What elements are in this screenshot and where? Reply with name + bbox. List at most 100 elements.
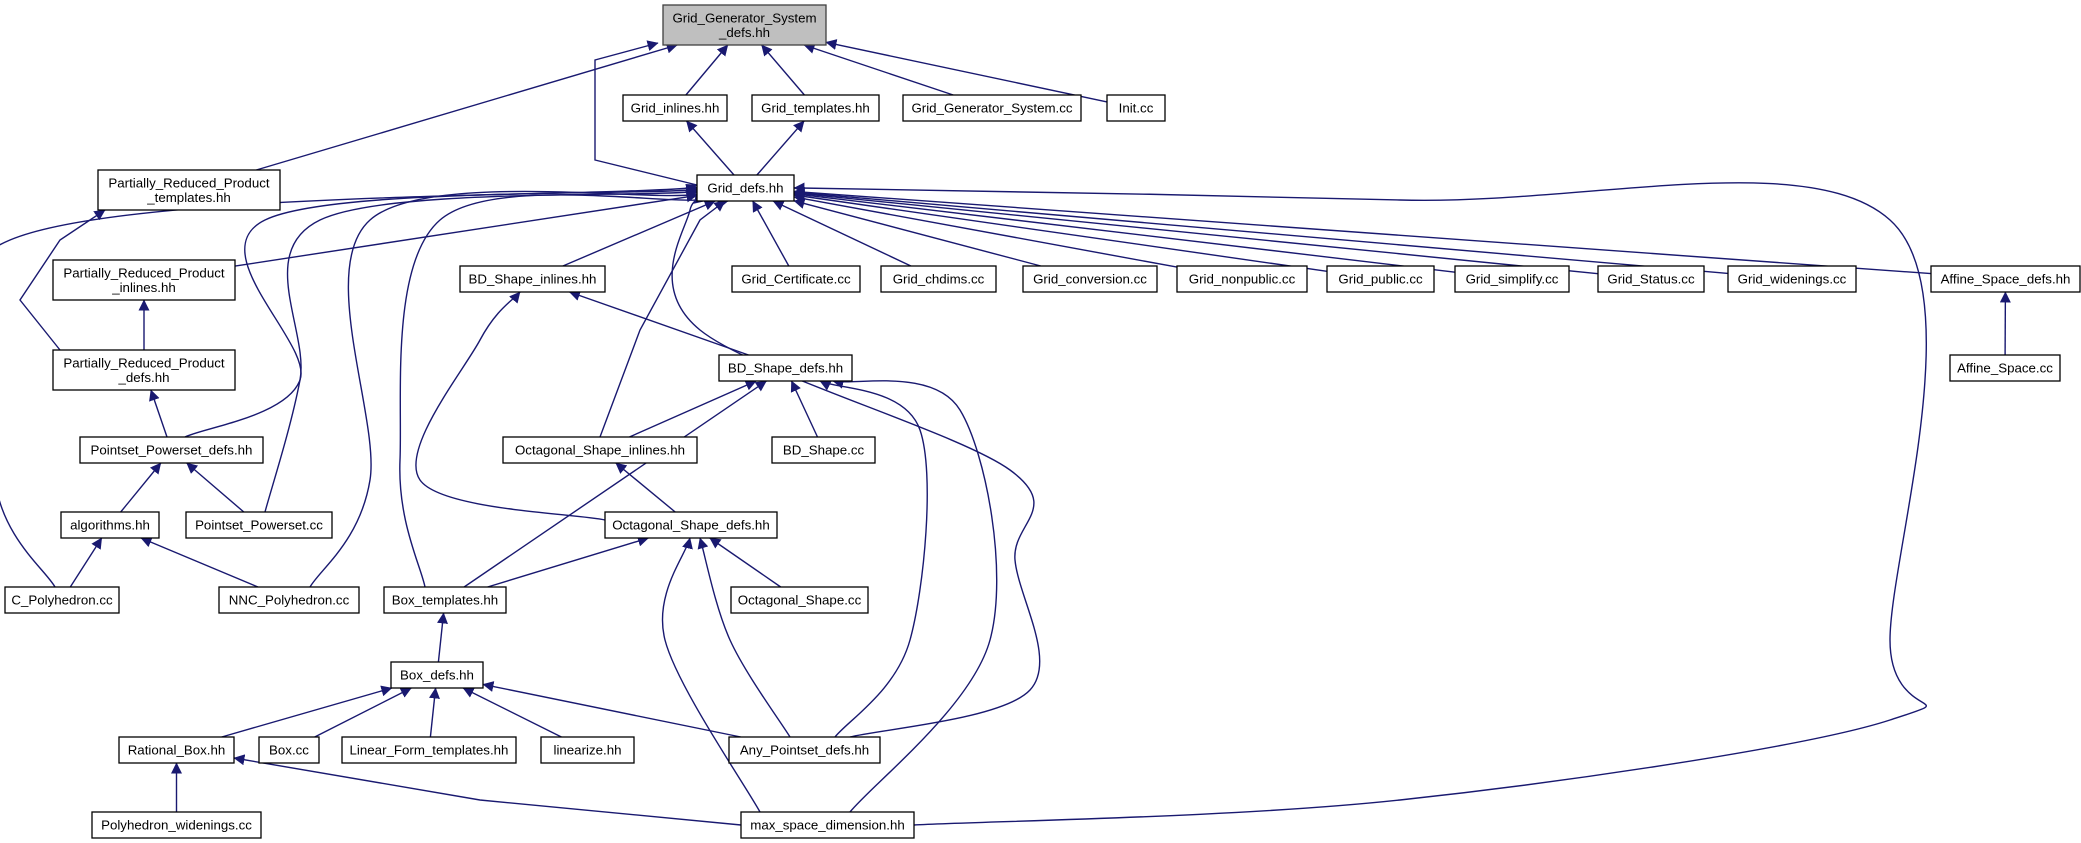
edge-grid_status-to-grid_defs [793, 188, 1599, 275]
node-box [341, 736, 517, 764]
node-label: Affine_Space_defs.hh [1941, 272, 2071, 287]
node-prp-defs[interactable]: Partially_Reduced_Product_defs.hh [52, 349, 236, 391]
node-label: Grid_nonpublic.cc [1189, 272, 1296, 287]
node-label: Grid_inlines.hh [631, 101, 720, 116]
node-algorithms[interactable]: algorithms.hh [60, 511, 160, 539]
node-grid-templates[interactable]: Grid_templates.hh [751, 94, 880, 122]
node-grid-status[interactable]: Grid_Status.cc [1597, 265, 1705, 293]
node-label: Partially_Reduced_Product [63, 265, 224, 280]
node-box-defs[interactable]: Box_defs.hh [390, 661, 484, 689]
edge-box_templates-to-bd_defs [463, 380, 767, 588]
edge-grid_conversion-to-grid_defs [793, 198, 1041, 267]
node-grid-public[interactable]: Grid_public.cc [1326, 265, 1435, 293]
node-prp-inlines[interactable]: Partially_Reduced_Product_inlines.hh [52, 259, 236, 301]
node-box [1930, 265, 2081, 293]
node-grid-inlines[interactable]: Grid_inlines.hh [622, 94, 728, 122]
node-pp-cc[interactable]: Pointset_Powerset.cc [185, 511, 333, 539]
node-box [880, 265, 997, 293]
node-affine-cc[interactable]: Affine_Space.cc [1949, 354, 2061, 382]
node-grid-certificate[interactable]: Grid_Certificate.cc [731, 265, 861, 293]
node-label: Grid_Certificate.cc [741, 272, 851, 287]
node-box [604, 511, 778, 539]
node-box-templates[interactable]: Box_templates.hh [383, 586, 507, 614]
node-bd-cc[interactable]: BD_Shape.cc [771, 436, 876, 464]
node-label: Pointset_Powerset.cc [195, 518, 323, 533]
node-box [622, 94, 728, 122]
node-box [696, 174, 795, 202]
edge-bd_cc-to-bd_defs [790, 380, 819, 438]
node-poly-widenings[interactable]: Polyhedron_widenings.cc [91, 811, 262, 839]
edge-affine_defs-to-grid_defs [793, 186, 1932, 275]
node-oct-inlines[interactable]: Octagonal_Shape_inlines.hh [502, 436, 698, 464]
node-grid-gen-sys-cc[interactable]: Grid_Generator_System.cc [902, 94, 1082, 122]
node-oct-defs[interactable]: Octagonal_Shape_defs.hh [604, 511, 778, 539]
edge-linear_form-to-box_defs [429, 687, 440, 738]
node-label: _inlines.hh [111, 280, 176, 295]
node-nnc-poly[interactable]: NNC_Polyhedron.cc [218, 586, 360, 614]
node-label: NNC_Polyhedron.cc [229, 593, 350, 608]
node-grid-chdims[interactable]: Grid_chdims.cc [880, 265, 997, 293]
node-rational-box[interactable]: Rational_Box.hh [118, 736, 235, 764]
node-bd-inlines[interactable]: BD_Shape_inlines.hh [459, 265, 606, 293]
node-label: Box_defs.hh [400, 668, 474, 683]
edge-prp_inlines-to-grid_defs [234, 191, 698, 267]
node-box [1106, 94, 1166, 122]
node-box-cc[interactable]: Box.cc [258, 736, 320, 764]
node-label: Grid_templates.hh [761, 101, 870, 116]
node-layer: Grid_Generator_System_defs.hhGrid_inline… [4, 4, 2081, 839]
node-box [91, 811, 262, 839]
edge-bd_defs-to-bd_inlines [568, 290, 749, 356]
node-box [383, 586, 507, 614]
node-box [79, 436, 264, 464]
edge-any_pointset-to-grid_defs [671, 197, 1041, 738]
edge-grid_nonpublic-to-grid_defs [793, 193, 1178, 268]
node-label: Octagonal_Shape.cc [738, 593, 862, 608]
node-label: Octagonal_Shape_inlines.hh [515, 443, 685, 458]
node-box [459, 265, 606, 293]
edge-pp_defs-to-prp_defs [149, 389, 168, 438]
node-init-cc[interactable]: Init.cc [1106, 94, 1166, 122]
edge-linearize-to-box_defs [462, 687, 562, 738]
edge-algorithms-to-pp_defs [120, 462, 162, 513]
node-label: Grid_defs.hh [707, 181, 783, 196]
node-label: linearize.hh [553, 743, 621, 758]
node-pp-defs[interactable]: Pointset_Powerset_defs.hh [79, 436, 264, 464]
node-grid-defs[interactable]: Grid_defs.hh [696, 174, 795, 202]
edge-grid_defs-to-grid_templates [756, 120, 805, 176]
edge-oct_defs-to-bd_inlines [415, 291, 606, 521]
edge-any_pointset-to-oct_defs [697, 537, 791, 738]
node-grid-conversion[interactable]: Grid_conversion.cc [1022, 265, 1158, 293]
node-label: Grid_public.cc [1338, 272, 1423, 287]
edge-any_pointset-to-box_defs [482, 681, 741, 738]
node-prp-templates[interactable]: Partially_Reduced_Product_templates.hh [97, 169, 281, 211]
node-box [185, 511, 333, 539]
node-box [718, 354, 853, 382]
edge-oct_defs-to-oct_inlines [615, 462, 676, 513]
node-affine-defs[interactable]: Affine_Space_defs.hh [1930, 265, 2081, 293]
edge-box_templates-to-oct_defs [487, 535, 649, 588]
node-grid-widenings[interactable]: Grid_widenings.cc [1727, 265, 1857, 293]
node-grid-nonpublic[interactable]: Grid_nonpublic.cc [1176, 265, 1308, 293]
node-root[interactable]: Grid_Generator_System_defs.hh [662, 4, 827, 46]
node-linearize[interactable]: linearize.hh [540, 736, 635, 764]
node-c-poly[interactable]: C_Polyhedron.cc [4, 586, 120, 614]
edge-oct_inlines-to-grid_defs [599, 200, 726, 438]
edge-oct_inlines-to-bd_defs [629, 380, 757, 438]
node-box [540, 736, 635, 764]
edge-grid_chdims-to-grid_defs [772, 200, 912, 267]
node-box [258, 736, 320, 764]
node-max-space[interactable]: max_space_dimension.hh [740, 811, 915, 839]
node-label: Grid_Generator_System [672, 10, 816, 25]
node-oct-cc[interactable]: Octagonal_Shape.cc [730, 586, 869, 614]
edge-grid_widenings-to-grid_defs [793, 187, 1729, 275]
node-box [1454, 265, 1570, 293]
node-linear-form[interactable]: Linear_Form_templates.hh [341, 736, 517, 764]
node-bd-defs[interactable]: BD_Shape_defs.hh [718, 354, 853, 382]
node-any-pointset[interactable]: Any_Pointset_defs.hh [728, 736, 881, 764]
node-label: Partially_Reduced_Product [63, 355, 224, 370]
node-box [730, 586, 869, 614]
edge-any_pointset-to-bd_defs [819, 380, 928, 738]
node-box [52, 259, 236, 301]
edge-max_space-to-rational_box [233, 754, 742, 826]
node-grid-simplify[interactable]: Grid_simplify.cc [1454, 265, 1570, 293]
